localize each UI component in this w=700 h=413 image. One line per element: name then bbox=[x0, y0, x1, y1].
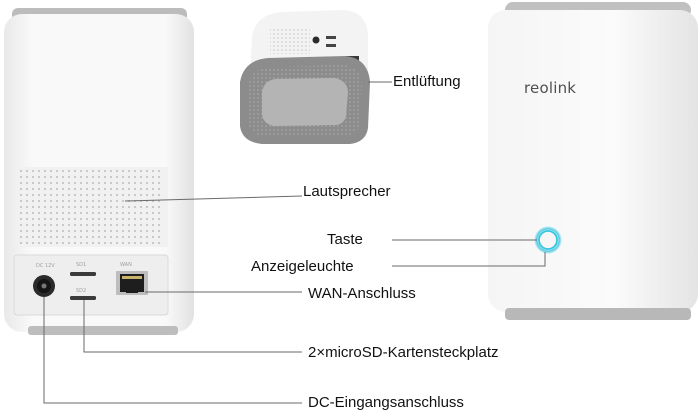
label-indicator: Anzeigeleuchte bbox=[251, 258, 354, 275]
speaker-line bbox=[124, 195, 303, 202]
label-speaker: Lautsprecher bbox=[303, 183, 391, 200]
hub-front-body bbox=[488, 10, 698, 312]
port-panel: DC 12V SD1 SD2 WAN bbox=[13, 254, 169, 316]
hub-front-base bbox=[505, 308, 691, 320]
label-microsd: 2×microSD-Kartensteckplatz bbox=[308, 344, 499, 361]
label-vent: Entlüftung bbox=[393, 73, 461, 90]
hub-front-view bbox=[488, 2, 698, 320]
label-dc: DC-Eingangsanschluss bbox=[308, 394, 464, 411]
button-icon bbox=[538, 230, 558, 250]
wan-port-icon: WAN bbox=[116, 262, 148, 295]
microsd-line bbox=[83, 300, 302, 353]
svg-text:WAN: WAN bbox=[120, 262, 132, 268]
label-button: Taste bbox=[327, 231, 363, 248]
dc-port-icon: DC 12V bbox=[33, 263, 55, 297]
hub-rear-base bbox=[28, 326, 178, 335]
callout-lines bbox=[43, 81, 546, 404]
hub-rear-view: DC 12V SD1 SD2 WAN bbox=[4, 8, 194, 335]
dc-line bbox=[43, 297, 302, 404]
microsd-slots-icon: SD1 SD2 bbox=[70, 262, 96, 300]
hub-tilted-view bbox=[240, 10, 370, 144]
svg-text:SD1: SD1 bbox=[76, 262, 86, 268]
label-wan: WAN-Anschluss bbox=[308, 285, 416, 302]
svg-text:SD2: SD2 bbox=[76, 288, 86, 294]
svg-text:DC 12V: DC 12V bbox=[36, 263, 55, 269]
speaker-grille bbox=[16, 167, 168, 247]
brand-logo: reolink bbox=[524, 79, 577, 97]
indicator-line bbox=[392, 252, 546, 267]
